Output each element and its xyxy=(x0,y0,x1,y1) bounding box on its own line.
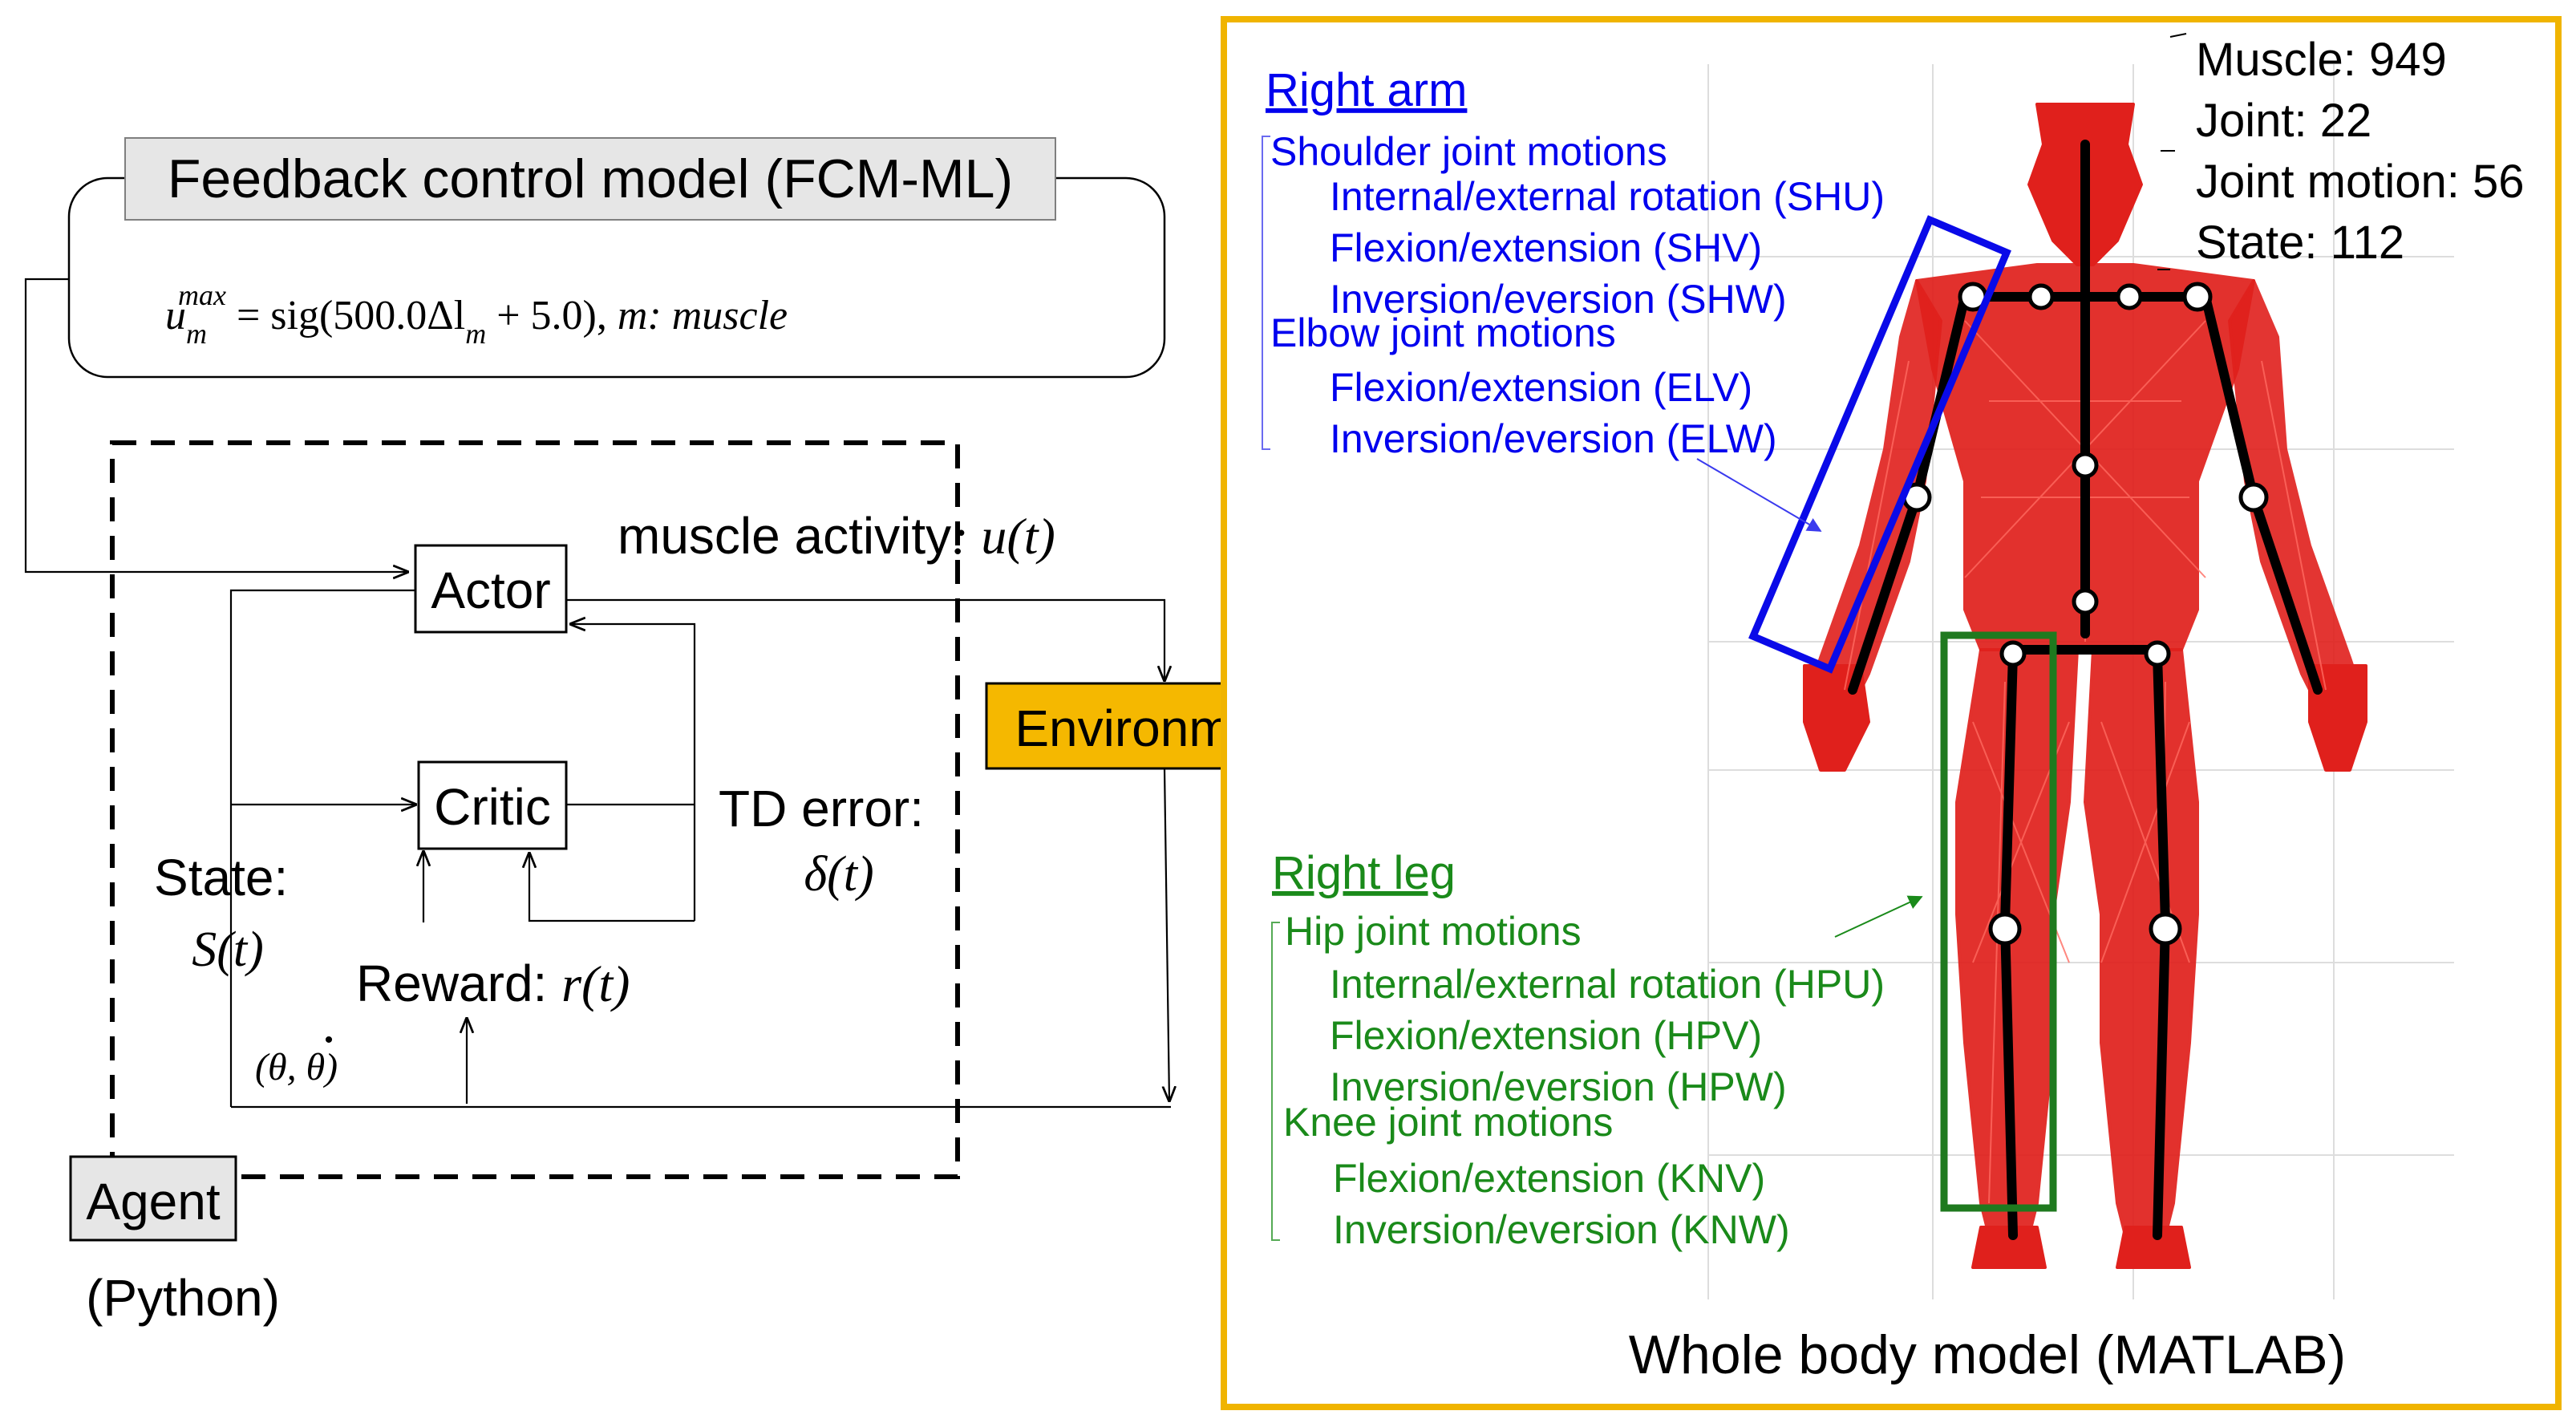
knee-item-knv: Flexion/extension (KNV) xyxy=(1333,1156,1765,1201)
actor-to-environment-line xyxy=(566,598,1164,680)
right-arm-title: Right arm xyxy=(1266,64,1467,116)
td-error-label: TD error: xyxy=(719,780,924,837)
hip-item-hpu: Internal/external rotation (HPU) xyxy=(1330,962,1885,1007)
critic-label: Critic xyxy=(434,778,551,836)
agent-sublabel: (Python) xyxy=(86,1269,280,1327)
td-error-symbol: δ(t) xyxy=(804,847,873,902)
right-leg-list: Hip joint motions Internal/external rota… xyxy=(1283,909,1885,1252)
knee-group-label: Knee joint motions xyxy=(1283,1100,1613,1145)
hip-group-label: Hip joint motions xyxy=(1285,909,1582,954)
right-arm-list: Shoulder joint motions Internal/external… xyxy=(1270,129,1885,461)
agent-label-box xyxy=(69,1155,237,1242)
state-to-actor-line xyxy=(229,589,415,980)
shoulder-item-shw: Inversion/eversion (SHW) xyxy=(1330,277,1787,322)
critic-box xyxy=(417,760,568,850)
right-arm-bracket xyxy=(1262,136,1270,450)
fcm-title: Feedback control model (FCM-ML) xyxy=(168,148,1013,209)
right-arm-highlight-box xyxy=(1748,215,2011,674)
theta-dot: • xyxy=(325,1027,334,1053)
stats-callout-ticks xyxy=(2157,33,2187,270)
elbow-item-elv: Flexion/extension (ELV) xyxy=(1330,365,1752,410)
elbow-group-label: Elbow joint motions xyxy=(1270,310,1616,355)
td-to-actor-line xyxy=(571,624,696,921)
stat-state: State: 112 xyxy=(2196,217,2404,269)
actor-box xyxy=(414,544,568,634)
agent-label: Agent xyxy=(86,1173,220,1230)
knee-item-knw: Inversion/eversion (KNW) xyxy=(1333,1207,1790,1252)
muscle-activity-label: muscle activity: u(t) xyxy=(618,507,1055,565)
reward-label: Reward: r(t) xyxy=(356,955,630,1012)
body-model-figure xyxy=(1803,103,2367,1269)
right-leg-pointer xyxy=(1834,895,1923,938)
actor-label: Actor xyxy=(431,561,550,619)
right-leg-title: Right leg xyxy=(1272,847,1456,899)
model-stats: Muscle: 949 Joint: 22 Joint motion: 56 S… xyxy=(2196,34,2524,269)
right-leg-highlight-box xyxy=(1940,631,2057,1212)
elbow-item-elw: Inversion/eversion (ELW) xyxy=(1330,416,1777,461)
shoulder-item-shu: Internal/external rotation (SHU) xyxy=(1330,174,1885,219)
agent-boundary xyxy=(110,440,960,1179)
fcm-to-actor-line xyxy=(24,278,407,572)
theta-label: (θ, θ) xyxy=(255,1046,338,1088)
stat-joint-motion: Joint motion: 56 xyxy=(2196,156,2524,208)
fcm-title-box xyxy=(124,137,1056,221)
stat-muscle: Muscle: 949 xyxy=(2196,34,2447,86)
body-model-caption: Whole body model (MATLAB) xyxy=(1629,1324,2346,1385)
environment-output-line xyxy=(1164,768,1169,1101)
stat-joint: Joint: 22 xyxy=(2196,95,2371,147)
hip-item-hpw: Inversion/eversion (HPW) xyxy=(1330,1064,1787,1109)
state-symbol: S(t) xyxy=(192,922,264,977)
right-arm-pointer xyxy=(1696,458,1822,532)
td-to-critic-line xyxy=(529,853,695,922)
shoulder-group-label: Shoulder joint motions xyxy=(1270,129,1667,174)
fcm-equation: ummax = sig(500.0Δlm + 5.0), m: muscle xyxy=(165,279,788,350)
hip-item-hpv: Flexion/extension (HPV) xyxy=(1330,1013,1762,1058)
shoulder-item-shv: Flexion/extension (SHV) xyxy=(1330,225,1762,270)
state-label: State: xyxy=(154,849,288,906)
right-leg-bracket xyxy=(1271,922,1280,1241)
